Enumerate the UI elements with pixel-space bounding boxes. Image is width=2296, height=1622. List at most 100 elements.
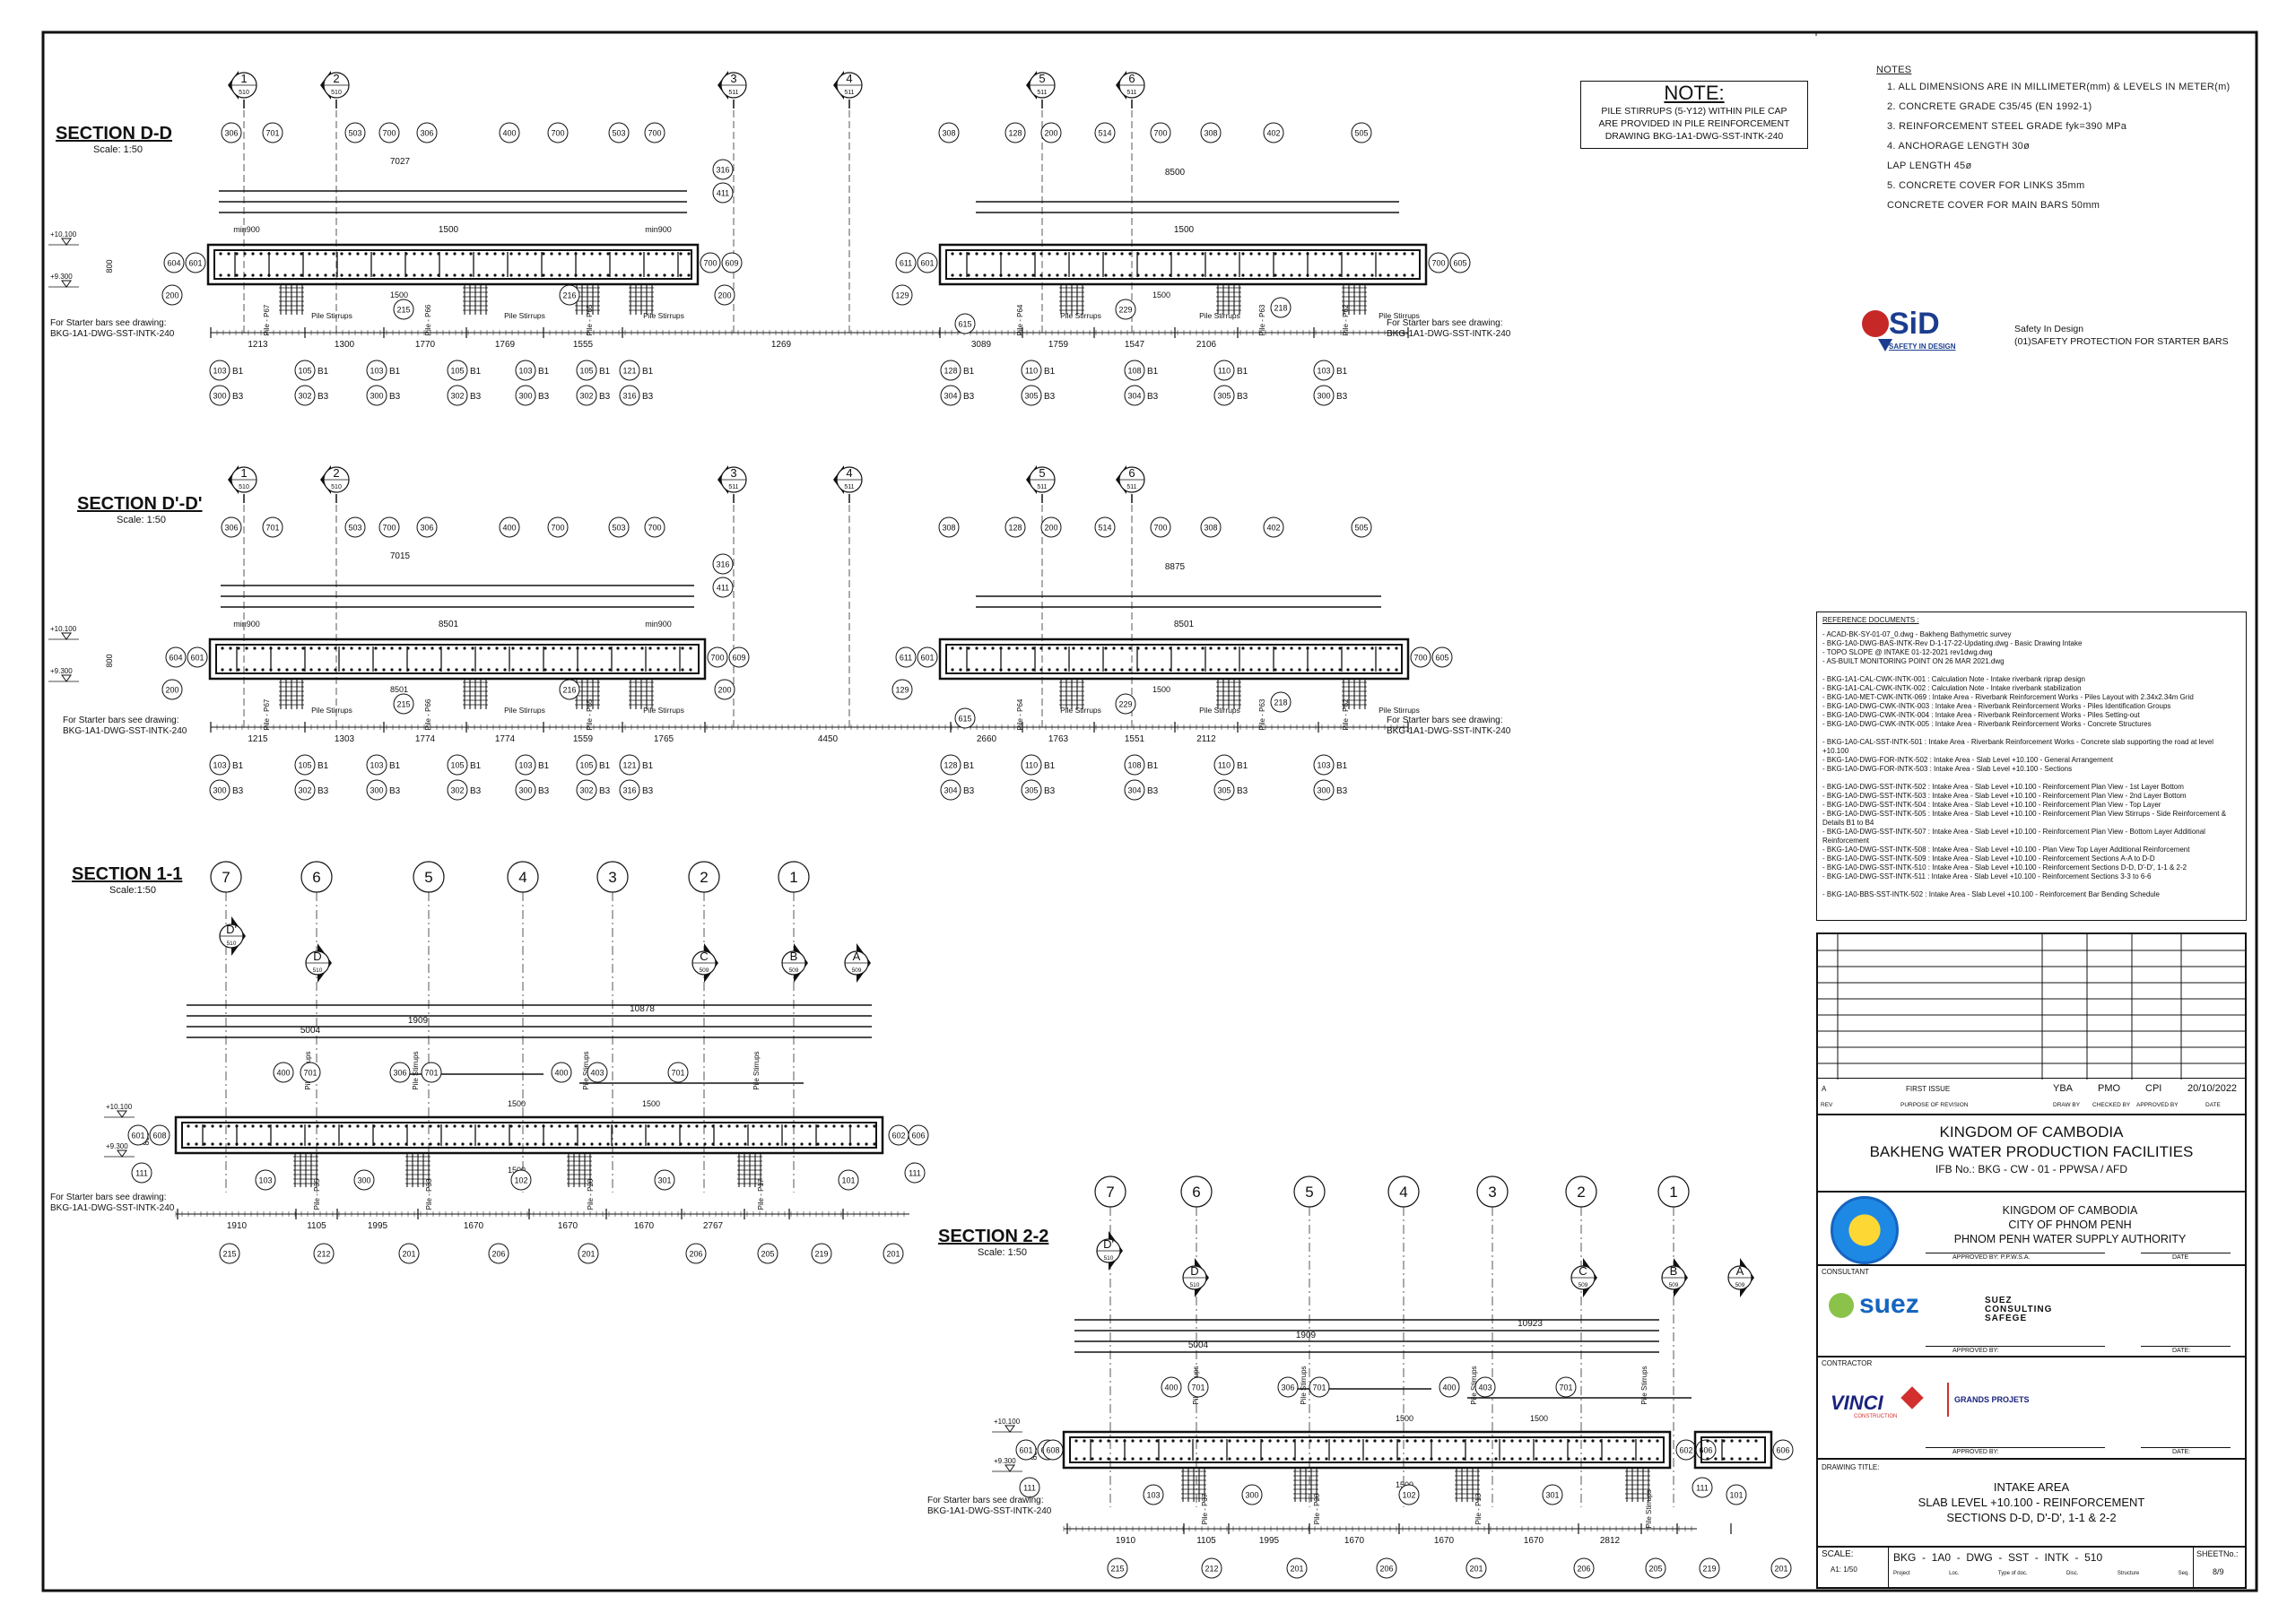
bar-mark-bubble bbox=[1200, 122, 1222, 143]
bar-mark-label: 411 bbox=[717, 189, 729, 198]
rebar-dot bbox=[493, 1124, 497, 1128]
rebar-dot bbox=[614, 252, 618, 256]
bar-mark-bubble bbox=[938, 516, 960, 538]
rebar-dot bbox=[959, 668, 962, 672]
bar-type: B1 bbox=[470, 367, 482, 377]
rebar-dot bbox=[1526, 1457, 1530, 1461]
rebar-dot bbox=[560, 646, 563, 650]
bar-mark-bubble bbox=[714, 679, 735, 700]
bar-mark-label: 105 bbox=[450, 367, 464, 376]
bar-mark-bubble bbox=[714, 284, 735, 306]
suez-name-line: CONSULTING bbox=[1985, 1305, 2053, 1314]
bar-mark-bubble bbox=[1449, 252, 1471, 273]
rebar-dot bbox=[1031, 273, 1035, 277]
bar-mark-label: 700 bbox=[648, 129, 661, 138]
section-marker-sheet: 510 bbox=[239, 484, 249, 490]
bar-mark-label: 219 bbox=[814, 1250, 828, 1259]
bar-mark-bubble bbox=[1351, 122, 1372, 143]
detail-letter: D bbox=[313, 950, 321, 963]
bar-mark-bubble bbox=[619, 754, 640, 776]
sheet-label: SHEETNo.: bbox=[2196, 1549, 2239, 1558]
rebar-dot bbox=[1209, 646, 1213, 650]
pile-stirrup-label: Pile Stirrups bbox=[1378, 706, 1420, 715]
bar-mark-label: 101 bbox=[841, 1176, 855, 1185]
rebar-dot bbox=[1115, 1439, 1118, 1443]
rebar-dot bbox=[388, 273, 392, 277]
rebar-dot bbox=[1284, 1439, 1288, 1443]
rebar-dot bbox=[1309, 1457, 1312, 1461]
slab-outline bbox=[206, 243, 700, 286]
bar-mark-label: 402 bbox=[1266, 129, 1280, 138]
sid-logo: SiD SAFETY IN DESIGN bbox=[1862, 307, 1996, 362]
bar-mark-label: 128 bbox=[1008, 129, 1022, 138]
rev-header: DRAW BY bbox=[2053, 1102, 2081, 1108]
rebar-dot bbox=[647, 252, 650, 256]
rebar-dot bbox=[1325, 1457, 1328, 1461]
rebar-dot bbox=[187, 1124, 190, 1128]
rebar-dot bbox=[552, 668, 555, 672]
rebar-dot bbox=[413, 273, 416, 277]
bar-mark-label: 110 bbox=[1218, 367, 1231, 376]
rebar-dot bbox=[356, 1142, 360, 1146]
rebar-dot bbox=[421, 1142, 424, 1146]
rebar-dot bbox=[259, 1142, 263, 1146]
rebar-dot bbox=[1185, 668, 1188, 672]
rebar-dot bbox=[1276, 1457, 1280, 1461]
rebar-dot bbox=[1179, 1439, 1183, 1443]
note-heading: NOTE: bbox=[1664, 82, 1725, 104]
rebar-dot bbox=[1236, 1457, 1239, 1461]
notes-list: 1. ALL DIMENSIONS ARE IN MILLIMETER(mm) … bbox=[1887, 77, 2253, 215]
level-value: +10.100 bbox=[994, 1418, 1021, 1426]
rebar-dot bbox=[1233, 252, 1237, 256]
rebar-dot bbox=[534, 1124, 537, 1128]
rebar-dot bbox=[608, 646, 612, 650]
bar-mark-bubble bbox=[273, 1062, 294, 1083]
bar-mark-bubble bbox=[619, 360, 640, 381]
rebar-dot bbox=[1265, 252, 1269, 256]
rebar-dot bbox=[1233, 646, 1237, 650]
dimension-value: 1670 bbox=[1434, 1536, 1455, 1546]
bar-mark-label: 400 bbox=[554, 1069, 568, 1078]
bar-mark-label: 215 bbox=[396, 700, 410, 709]
rebar-dot bbox=[1228, 1439, 1231, 1443]
rebar-dot bbox=[1346, 668, 1350, 672]
bar-type: B3 bbox=[1044, 786, 1056, 796]
bar-mark-label: 300 bbox=[370, 392, 383, 401]
rebar-dot bbox=[606, 273, 610, 277]
bar-mark-label: 605 bbox=[1453, 259, 1466, 268]
sheet-border bbox=[41, 30, 2258, 1592]
rebar-dot bbox=[632, 668, 636, 672]
bar-mark-bubble bbox=[1555, 1376, 1577, 1398]
rebar-dot bbox=[776, 1142, 779, 1146]
rebar-dot bbox=[1039, 668, 1043, 672]
rebar-dot bbox=[422, 668, 426, 672]
dimension-value: 1500 bbox=[1174, 225, 1195, 235]
rebar-dot bbox=[584, 668, 587, 672]
bar-mark-label: 403 bbox=[590, 1069, 604, 1078]
rebar-dot bbox=[203, 1124, 206, 1128]
rebar-dot bbox=[640, 646, 644, 650]
rebar-dot bbox=[283, 1124, 287, 1128]
rebar-dot bbox=[1007, 646, 1011, 650]
rebar-dot bbox=[744, 1142, 747, 1146]
rebar-dot bbox=[991, 273, 995, 277]
bar-mark-label: 216 bbox=[562, 291, 576, 300]
rebar-dot bbox=[1152, 646, 1156, 650]
bar-mark-label: 316 bbox=[716, 560, 729, 569]
bar-mark-label: 302 bbox=[579, 392, 593, 401]
rebar-dot bbox=[1096, 252, 1100, 256]
rebar-dot bbox=[1144, 273, 1148, 277]
rebar-dot bbox=[229, 646, 232, 650]
bar-mark-bubble bbox=[1263, 122, 1284, 143]
bar-mark-bubble bbox=[608, 122, 630, 143]
rebar-dot bbox=[187, 1142, 190, 1146]
references-heading: REFERENCE DOCUMENTS : bbox=[1822, 616, 1919, 624]
rebar-dot bbox=[1438, 1439, 1441, 1443]
rebar-dot bbox=[1112, 646, 1116, 650]
rebar-dot bbox=[1478, 1457, 1482, 1461]
bar-mark-label: 701 bbox=[1559, 1383, 1572, 1392]
rebar-dot bbox=[1096, 668, 1100, 672]
rev-header: REV bbox=[1821, 1102, 1833, 1108]
rebar-dot bbox=[606, 252, 610, 256]
rebar-dot bbox=[1338, 273, 1342, 277]
